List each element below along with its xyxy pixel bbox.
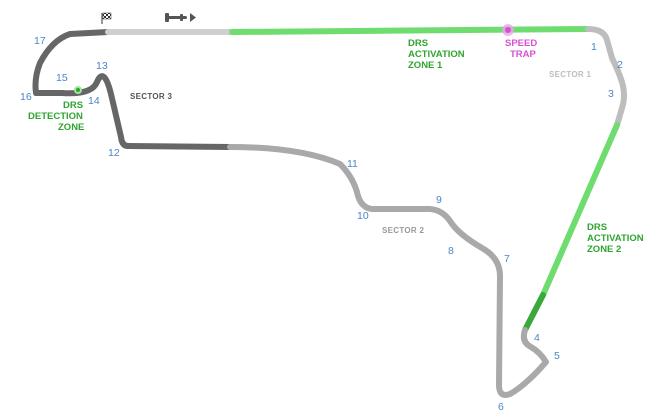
- drs-zone-1-line: DRS: [408, 38, 428, 49]
- track-sector3-segment: [32, 29, 233, 150]
- turn-number: 13: [96, 60, 108, 72]
- turn-number: 5: [554, 350, 560, 362]
- drs-zone-1-track: [229, 26, 591, 35]
- turn-number: 4: [534, 332, 540, 344]
- speed-trap-line: SPEED: [505, 38, 537, 49]
- turn-number: 17: [34, 35, 46, 47]
- drs-zone-2-track: [540, 122, 620, 298]
- drs-zone-1-label: DRS ACTIVATION ZONE 1: [408, 38, 465, 71]
- speed-trap-line: TRAP: [510, 49, 537, 60]
- drs-detection-line: DRS: [63, 100, 83, 111]
- turn-number: 2: [617, 59, 623, 71]
- speed-trap-label: SPEED TRAP: [505, 38, 537, 60]
- turn-number: 7: [504, 253, 510, 265]
- checkered-flag-icon: [101, 12, 112, 24]
- drs-zone-2-label: DRS ACTIVATION ZONE 2: [587, 222, 644, 255]
- track-sector2-segment: [227, 144, 549, 398]
- f1-car-direction-icon: [165, 13, 196, 22]
- turn-number: 1: [591, 41, 597, 53]
- drs-zone-2-line: ZONE 2: [587, 244, 621, 255]
- turn-number: 14: [88, 95, 100, 107]
- drs-detection-line: ZONE: [58, 122, 84, 133]
- turn-number: 3: [608, 88, 614, 100]
- drs-zone-2-line: DRS: [587, 222, 607, 233]
- speed-trap-marker: [502, 24, 514, 36]
- drs-detection-marker: [74, 86, 82, 94]
- track-sector1-corners: [585, 26, 627, 128]
- turn-number: 12: [108, 147, 120, 159]
- turn-number: 6: [498, 401, 504, 410]
- turn-number: 16: [20, 91, 32, 103]
- turn-number: 11: [347, 158, 358, 170]
- track: [32, 26, 627, 398]
- drs-detection-line: DETECTION: [28, 111, 83, 122]
- sector-3-label: SECTOR 3: [130, 92, 173, 101]
- drs-zone-1-line: ACTIVATION: [408, 49, 465, 60]
- turn-number: 15: [56, 72, 68, 84]
- turn-number: 8: [448, 245, 454, 257]
- sector-2-label: SECTOR 2: [382, 226, 425, 235]
- turn-numbers: 1 2 3 4 5 6 7 8 9 10 11 12 13 14 15 16 1…: [20, 35, 623, 410]
- drs-detection-label: DRS DETECTION ZONE: [28, 100, 84, 133]
- drs-zone-2-line: ACTIVATION: [587, 233, 644, 244]
- turn-number: 10: [357, 210, 369, 222]
- turn-number: 9: [436, 194, 442, 206]
- sector-1-label: SECTOR 1: [549, 70, 592, 79]
- drs-zone-2-track-end: [522, 292, 546, 333]
- drs-zone-1-line: ZONE 1: [408, 60, 443, 71]
